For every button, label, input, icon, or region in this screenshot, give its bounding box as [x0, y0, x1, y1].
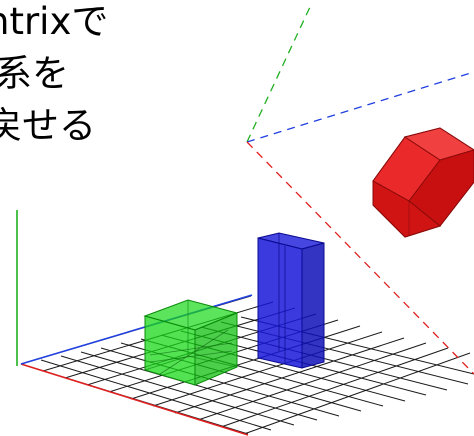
green-box: [143, 299, 239, 386]
floating-x-axis: [246, 141, 474, 375]
x-axis-line: [20, 363, 249, 436]
floating-y-axis: [246, 6, 311, 143]
floating-z-axis: [246, 71, 474, 143]
floating-axes: [246, 6, 474, 375]
grid-through-green: [149, 329, 233, 375]
grid-floor: [20, 295, 474, 435]
caption-line-3: 戻せる: [0, 104, 96, 147]
caption: ntrixで 系を 戻せる: [0, 0, 108, 147]
caption-line-1: ntrixで: [0, 0, 108, 43]
caption-line-2: 系を: [0, 52, 69, 95]
red-cube: [372, 127, 474, 238]
blue-box: [257, 232, 325, 369]
